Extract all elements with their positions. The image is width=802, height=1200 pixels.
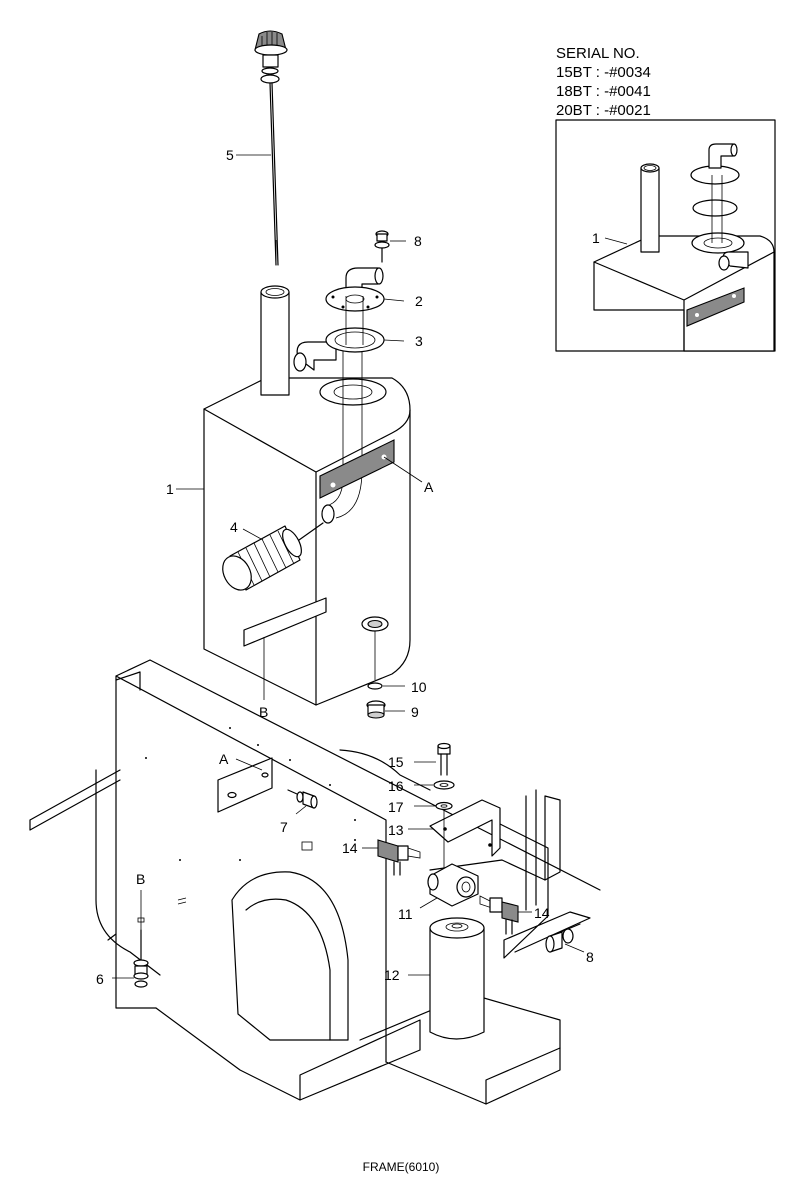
tank-flange: [319, 378, 387, 406]
callout-b-frame: B: [136, 871, 145, 887]
inset-callout-1: 1: [592, 230, 600, 246]
inset-detail: 1: [555, 119, 776, 352]
fitting-14-left: [377, 839, 399, 863]
inset-elbow-top: [708, 143, 734, 169]
serial-line-20bt: 20BT : -#0021: [556, 102, 651, 119]
callout-7: 7: [280, 819, 288, 835]
callout-11: 11: [398, 906, 413, 922]
inset-bracket: [686, 287, 745, 327]
dipstick-assembly: 5: [226, 30, 288, 266]
callout-14-right: 14: [534, 905, 550, 921]
callout-b-tank: B: [259, 704, 268, 720]
hydraulic-tank: [203, 285, 411, 706]
callout-a-frame: A: [219, 751, 229, 767]
callout-6: 6: [96, 971, 104, 987]
callout-12: 12: [384, 967, 400, 983]
filter-cartridge: [429, 927, 485, 1040]
tank-bracket-a: [319, 439, 395, 499]
frame-bracket-a: A: [217, 751, 273, 813]
filter-bracket: [429, 799, 501, 857]
bolt-6: B 6: [96, 871, 149, 988]
callout-9: 9: [411, 704, 419, 720]
callout-3: 3: [415, 333, 423, 349]
tank-top-parts: 8 2 3: [325, 230, 423, 353]
inset-pipe: [640, 167, 660, 253]
serial-title: SERIAL NO.: [556, 45, 640, 62]
callout-14-left: 14: [342, 840, 358, 856]
callout-5: 5: [226, 147, 234, 163]
callout-13: 13: [388, 822, 404, 838]
callout-4: 4: [230, 519, 238, 535]
wheel-arch: [231, 871, 349, 1041]
flange-2: [325, 286, 385, 312]
callout-16: 16: [388, 778, 404, 794]
callout-17: 17: [388, 799, 404, 815]
inset-frame: [555, 119, 776, 352]
filter-cap: [222, 555, 252, 591]
drain-plug-parts: 10 9: [366, 679, 427, 720]
callout-15: 15: [388, 754, 404, 770]
callout-10: 10: [411, 679, 427, 695]
serial-line-15bt: 15BT : -#0034: [556, 64, 651, 81]
serial-line-18bt: 18BT : -#0041: [556, 83, 651, 100]
callout-8-lower: 8: [586, 949, 594, 965]
truck-frame: [29, 659, 601, 1105]
callout-1: 1: [166, 481, 174, 497]
callout-2: 2: [415, 293, 423, 309]
callout-8-top: 8: [414, 233, 422, 249]
serial-number-block: SERIAL NO. 15BT : -#0034 18BT : -#0041 2…: [556, 44, 651, 120]
filler-pipe: [260, 291, 290, 396]
drawing-caption: FRAME(6010): [362, 1160, 440, 1174]
fitting-14-right: [501, 901, 519, 923]
line-filter-assembly: 15 16 17 13 11 14: [342, 742, 550, 1040]
tank-bracket-b: [243, 597, 327, 647]
bolt-8-lower: 8: [545, 923, 594, 965]
bolt-7: 7: [280, 789, 318, 835]
callout-a-tank: A: [424, 479, 434, 495]
suction-elbow: [296, 341, 337, 371]
return-filter: 4: [222, 519, 324, 591]
